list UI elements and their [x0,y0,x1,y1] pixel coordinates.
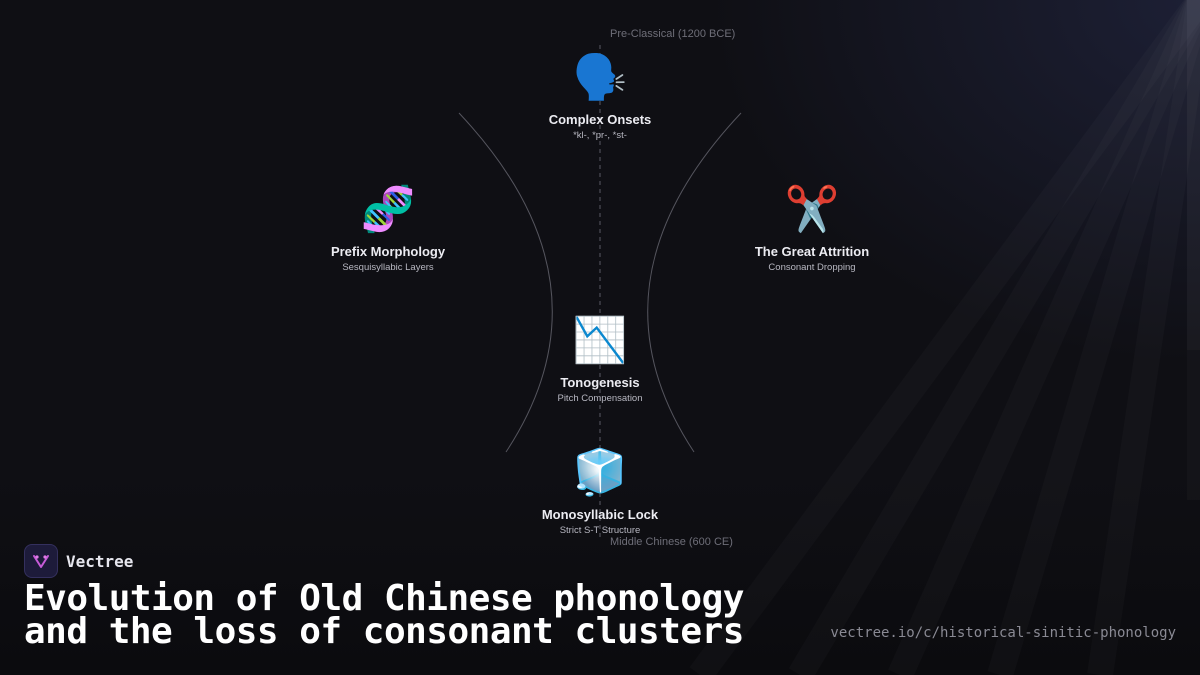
dna-icon: 🧬 [360,184,416,235]
scissors-icon: ✂️ [784,184,840,235]
ice-cube-icon: 🧊 [572,447,628,498]
node-monosyllabic-lock: 🧊 Monosyllabic Lock Strict S-T Structure [500,445,700,536]
era-label-end: Middle Chinese (600 CE) [610,536,733,548]
node-title: The Great Attrition [754,244,870,259]
brand-name: Vectree [66,551,134,571]
node-subtitle: *kl-, *pr-, *st- [573,130,627,141]
node-prefix-morphology: 🧬 Prefix Morphology Sesquisyllabic Layer… [288,182,488,273]
headline-line-1: Evolution of Old Chinese phonology [24,578,744,619]
node-subtitle: Strict S-T Structure [559,525,641,536]
brand: Vectree [24,544,133,578]
era-label-start: Pre-Classical (1200 BCE) [610,28,736,40]
node-great-attrition: ✂️ The Great Attrition Consonant Droppin… [712,182,912,273]
node-title: Tonogenesis [560,375,640,390]
node-title: Complex Onsets [548,112,652,127]
node-subtitle: Sesquisyllabic Layers [342,262,434,273]
node-tonogenesis: 📉 Tonogenesis Pitch Compensation [500,313,700,404]
node-subtitle: Consonant Dropping [768,262,856,273]
chart-decreasing-icon: 📉 [572,315,628,366]
right-arc [647,112,742,453]
node-title: Monosyllabic Lock [541,507,659,522]
node-subtitle: Pitch Compensation [557,393,643,404]
node-title: Prefix Morphology [330,244,446,259]
speaking-head-icon: 🗣️ [572,52,628,103]
node-complex-onsets: 🗣️ Complex Onsets *kl-, *pr-, *st- [500,50,700,141]
source-url[interactable]: vectree.io/c/historical-sinitic-phonolog… [830,625,1176,641]
vectree-logo-icon [24,544,58,578]
left-arc [458,112,553,453]
headline: Evolution of Old Chinese phonology and t… [24,578,744,652]
headline-line-2: and the loss of consonant clusters [24,611,744,652]
